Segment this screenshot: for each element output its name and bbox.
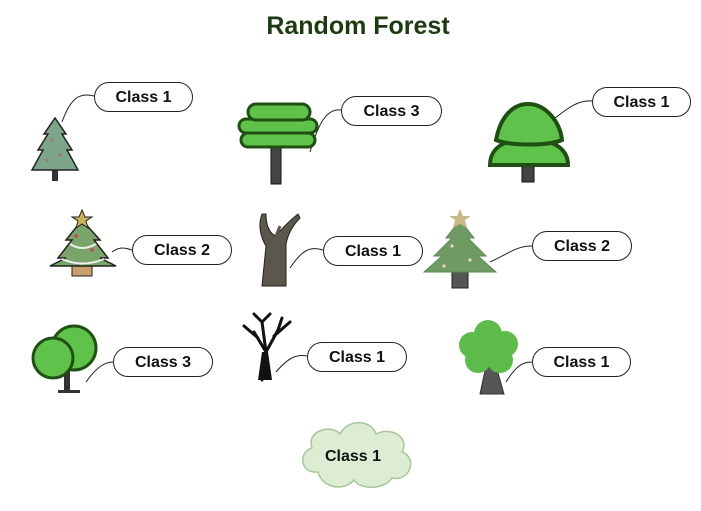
diagram-title: Random Forest — [266, 12, 450, 40]
tree-3-class-label: Class 1 — [592, 87, 691, 117]
mushroom-tree-icon — [487, 101, 571, 183]
tree-9-class-label: Class 1 — [532, 347, 631, 377]
tree-7-class-label: Class 3 — [113, 347, 213, 377]
connector-4 — [111, 247, 133, 253]
bare-trunk-tree-icon — [259, 213, 301, 287]
layered-canopy-tree-icon — [237, 102, 319, 185]
final-prediction-label: Class 1 — [324, 448, 382, 465]
tree-8-class-label: Class 1 — [307, 342, 407, 372]
connector-3 — [554, 100, 593, 119]
pine-tree-icon — [30, 116, 80, 181]
tree-6-class-label: Class 2 — [532, 231, 632, 261]
decorated-christmas-tree-icon — [49, 208, 117, 277]
star-christmas-tree-icon — [422, 209, 498, 289]
result-cloud-shape — [302, 422, 412, 488]
connector-8 — [275, 355, 308, 373]
round-double-canopy-tree-icon — [31, 324, 98, 393]
tree-4-class-label: Class 2 — [132, 235, 232, 265]
connector-6 — [489, 245, 533, 263]
tree-1-class-label: Class 1 — [94, 82, 193, 112]
tree-5-class-label: Class 1 — [323, 236, 423, 266]
connector-9 — [505, 361, 533, 383]
bare-branch-tree-icon — [242, 312, 292, 382]
connector-5 — [289, 248, 324, 269]
connector-1 — [61, 94, 95, 123]
tree-2-class-label: Class 3 — [341, 96, 442, 126]
connector-7 — [85, 361, 114, 383]
leafy-bushy-tree-icon — [459, 320, 518, 395]
